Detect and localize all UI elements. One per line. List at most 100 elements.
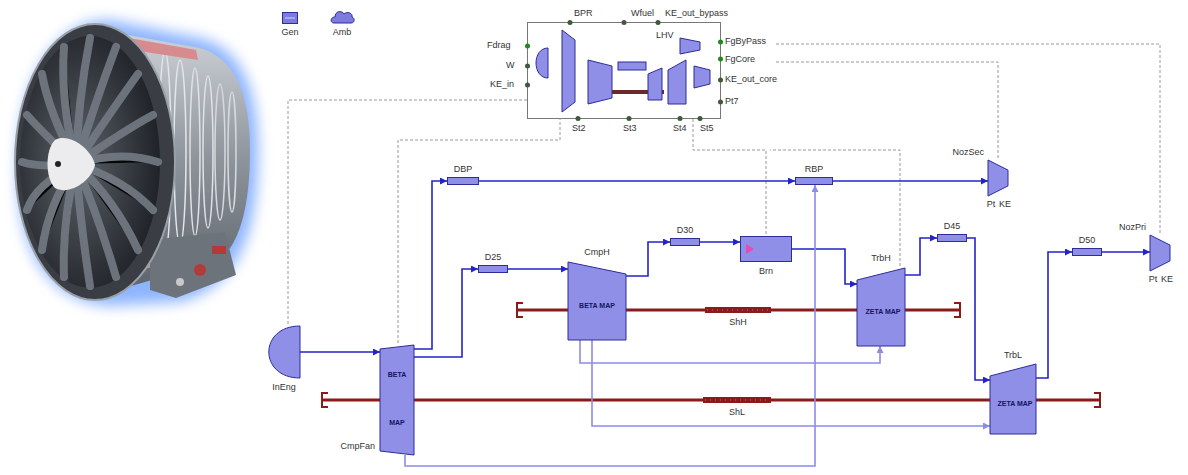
shape-outline bbox=[703, 397, 771, 403]
component-label: Amb bbox=[332, 27, 353, 38]
signal-wires bbox=[288, 44, 1160, 343]
port-label: St3 bbox=[622, 123, 638, 134]
summary-block bbox=[525, 20, 723, 121]
duct-box: D25 bbox=[478, 265, 508, 273]
map-label: ZETA MAP bbox=[866, 308, 901, 316]
component-label: Pt bbox=[986, 199, 997, 210]
gas-flow-line bbox=[792, 249, 857, 284]
shape-outline bbox=[568, 262, 626, 340]
component-label: NozSec bbox=[951, 147, 985, 158]
component-label: KE bbox=[1160, 274, 1174, 285]
shape-outline bbox=[478, 265, 508, 273]
port-label: Pt7 bbox=[724, 96, 740, 107]
shaft-link bbox=[626, 309, 705, 312]
component-label: RBP bbox=[804, 164, 825, 175]
shape-outline bbox=[282, 12, 298, 24]
generator-icon: Gen bbox=[282, 12, 298, 24]
gas-flow-line bbox=[1102, 251, 1150, 253]
component-label: D50 bbox=[1078, 235, 1097, 246]
port-label: FgCore bbox=[724, 54, 756, 65]
shape-outline bbox=[670, 238, 700, 246]
port-label: KE_in bbox=[489, 79, 515, 90]
component-label: D25 bbox=[484, 252, 503, 263]
gas-flow-line bbox=[414, 269, 478, 357]
component-label: Brn bbox=[758, 266, 774, 277]
shape-outline bbox=[937, 234, 967, 242]
component-label: TrbL bbox=[1003, 350, 1023, 361]
gas-flow-line bbox=[508, 268, 568, 270]
component-label: ShL bbox=[728, 407, 746, 418]
bleed-flow-line bbox=[592, 340, 990, 426]
component-label: ShH bbox=[728, 317, 748, 328]
shape-outline bbox=[990, 364, 1036, 434]
engine-illustration bbox=[0, 0, 265, 315]
shape-outline bbox=[857, 268, 905, 346]
component-label: CmpH bbox=[583, 247, 611, 258]
port-label: LHV bbox=[655, 30, 675, 41]
shaft-link bbox=[414, 399, 703, 402]
port-label: KE_out_bypass bbox=[664, 8, 729, 19]
gas-flow-line bbox=[1036, 252, 1072, 378]
inlet-box: InEng bbox=[268, 326, 300, 378]
component-label: InEng bbox=[271, 382, 297, 393]
engine-fan bbox=[15, 24, 175, 300]
component-label: KE bbox=[998, 199, 1012, 210]
gas-flow-line bbox=[414, 181, 447, 349]
port-label: Wfuel bbox=[630, 8, 655, 19]
shaft-ends bbox=[322, 303, 1100, 407]
shape-outline bbox=[1072, 248, 1102, 256]
port-label: BPR bbox=[573, 8, 594, 19]
component-label: D30 bbox=[676, 225, 695, 236]
duct-box: D30 bbox=[670, 238, 700, 246]
shape-outline bbox=[705, 307, 771, 313]
component-label: DBP bbox=[453, 164, 474, 175]
burner-box: Brn bbox=[740, 236, 792, 262]
shape-outline bbox=[447, 177, 479, 185]
duct-box: RBP bbox=[795, 177, 833, 185]
shape-outline bbox=[740, 236, 792, 262]
turbine-box: TrbLZETA MAP bbox=[990, 364, 1036, 434]
duct-box: D45 bbox=[937, 234, 967, 242]
shaft-link bbox=[771, 399, 990, 402]
gas-flow-line bbox=[833, 180, 988, 182]
component-label: D45 bbox=[943, 221, 962, 232]
nozzle-box: NozPriPtKE bbox=[1150, 235, 1170, 271]
bleed-flow-line bbox=[405, 185, 815, 466]
component-label: Gen bbox=[281, 27, 300, 38]
port-label: St2 bbox=[571, 123, 587, 134]
shaft-bar: ShH bbox=[705, 307, 771, 313]
gas-flow-line bbox=[700, 241, 740, 243]
shaft-link bbox=[771, 309, 857, 312]
shape-outline bbox=[988, 160, 1008, 196]
component-label: CmpFan bbox=[339, 441, 376, 452]
ambient-icon: Amb bbox=[330, 10, 354, 24]
port-label: W bbox=[505, 60, 516, 71]
gas-flow-line bbox=[479, 180, 795, 182]
map-label: ZETA MAP bbox=[998, 400, 1033, 408]
shape-outline bbox=[380, 345, 414, 455]
fan-compressor-box: CmpFanBETAMAP bbox=[380, 345, 414, 455]
shape-outline bbox=[795, 177, 833, 185]
shaft-bar: ShL bbox=[703, 397, 771, 403]
nozzle-box: NozSecPtKE bbox=[988, 160, 1008, 196]
port-label: Fdrag bbox=[486, 40, 512, 51]
port-label: KE_out_core bbox=[724, 74, 778, 85]
port-label: FgByPass bbox=[724, 36, 767, 47]
shape-outline bbox=[268, 326, 300, 378]
gas-flow-line bbox=[905, 238, 937, 275]
gas-flow-line bbox=[626, 242, 670, 276]
component-label: TrbH bbox=[870, 253, 892, 264]
shape-outline bbox=[330, 10, 354, 24]
port-label: St4 bbox=[672, 123, 688, 134]
gas-flow-line bbox=[967, 238, 990, 380]
duct-box: DBP bbox=[447, 177, 479, 185]
turbine-box: TrbHZETA MAP bbox=[857, 268, 905, 346]
component-label: NozPri bbox=[1118, 222, 1147, 233]
component-label: Pt bbox=[1148, 274, 1159, 285]
compressor-box: CmpHBETA MAP bbox=[568, 262, 626, 340]
map-label: BETA MAP bbox=[579, 302, 615, 310]
duct-box: D50 bbox=[1072, 248, 1102, 256]
map-label: MAP bbox=[389, 419, 405, 427]
